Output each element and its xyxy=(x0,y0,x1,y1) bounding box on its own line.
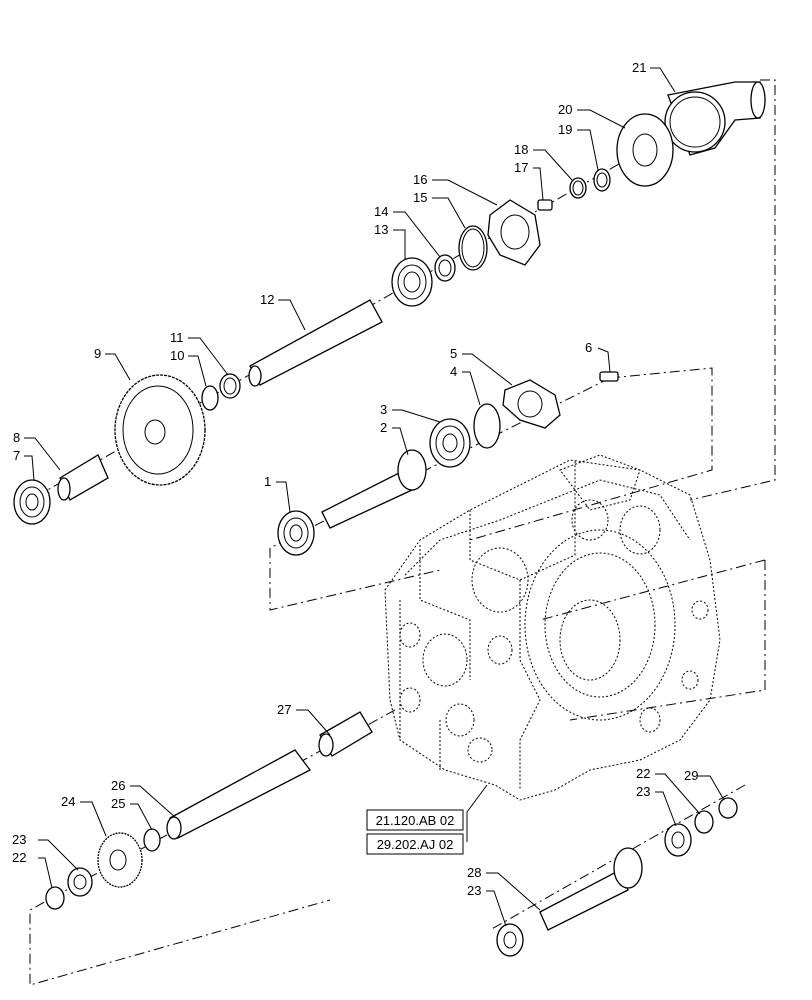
part-25-snap-ring xyxy=(143,828,161,852)
part-23-bearing-lower xyxy=(496,923,524,957)
part-2-pinion-shaft xyxy=(321,449,427,529)
callout-4: 4 xyxy=(450,364,457,379)
reference-text-1[interactable]: 21.120.AB 02 xyxy=(376,813,455,828)
callout-24: 24 xyxy=(61,794,75,809)
part-27-sleeve xyxy=(318,711,373,757)
part-3-bearing xyxy=(429,418,471,468)
callout-14: 14 xyxy=(374,204,388,219)
callout-18: 18 xyxy=(514,142,528,157)
part-19-ring xyxy=(593,168,611,192)
callout-29: 29 xyxy=(684,768,698,783)
callout-13: 13 xyxy=(374,222,388,237)
callout-25: 25 xyxy=(111,796,125,811)
part-18-snap-ring xyxy=(569,177,587,199)
callout-16: 16 xyxy=(413,172,427,187)
part-15-o-ring xyxy=(458,225,488,271)
part-17-plug xyxy=(537,199,553,211)
part-24-gear xyxy=(97,832,143,888)
callout-23-left: 23 xyxy=(12,832,26,847)
part-22-snap-ring-left xyxy=(45,886,65,910)
callout-5: 5 xyxy=(450,346,457,361)
part-22-snap-ring-right xyxy=(694,810,714,834)
part-20-tab-washer xyxy=(616,113,674,187)
part-16-bearing-retainer xyxy=(487,199,541,266)
part-8-sleeve xyxy=(57,454,109,501)
part-1-bearing xyxy=(277,510,315,556)
callout-15: 15 xyxy=(413,190,427,205)
callout-20: 20 xyxy=(558,102,572,117)
reference-box-29-202-aj-02[interactable]: 29.202.AJ 02 xyxy=(366,833,464,855)
part-4-snap-ring xyxy=(473,403,501,449)
callout-22-left: 22 xyxy=(12,850,26,865)
callout-10: 10 xyxy=(170,348,184,363)
callout-23-lower: 23 xyxy=(467,883,481,898)
part-11-ring xyxy=(219,373,241,399)
callout-26: 26 xyxy=(111,778,125,793)
part-13-bearing xyxy=(391,257,433,307)
part-28-pinion-shaft xyxy=(539,847,643,931)
callout-3: 3 xyxy=(380,402,387,417)
callout-12: 12 xyxy=(260,292,274,307)
callout-6: 6 xyxy=(585,340,592,355)
part-9-gear xyxy=(114,374,206,486)
callout-7: 7 xyxy=(13,448,20,463)
part-14-spacer xyxy=(434,254,456,282)
callout-28: 28 xyxy=(467,865,481,880)
callout-19: 19 xyxy=(558,122,572,137)
callout-22-right: 22 xyxy=(636,766,650,781)
transmission-housing xyxy=(384,454,721,801)
part-21-housing-cover xyxy=(664,81,766,156)
reference-box-21-120-ab-02[interactable]: 21.120.AB 02 xyxy=(366,809,464,831)
part-6-bolt xyxy=(599,371,619,382)
callout-9: 9 xyxy=(94,346,101,361)
part-5-flange xyxy=(502,379,561,429)
part-10-snap-ring xyxy=(201,385,219,411)
callout-27: 27 xyxy=(277,702,291,717)
callout-17: 17 xyxy=(514,160,528,175)
callout-8: 8 xyxy=(13,430,20,445)
part-12-shaft xyxy=(248,299,383,387)
part-23-bearing-left xyxy=(67,867,93,897)
part-7-bearing xyxy=(13,479,51,525)
leader-lines xyxy=(24,67,725,927)
callout-21: 21 xyxy=(632,60,646,75)
part-23-bearing-right xyxy=(664,823,692,857)
callout-2: 2 xyxy=(380,420,387,435)
callout-11: 11 xyxy=(170,330,184,345)
reference-text-2[interactable]: 29.202.AJ 02 xyxy=(377,837,454,852)
part-29-plug xyxy=(718,797,738,819)
part-26-long-shaft xyxy=(166,749,311,840)
callout-1: 1 xyxy=(264,474,271,489)
callout-labels: 21 20 19 18 17 16 15 14 13 12 11 10 9 8 … xyxy=(12,60,698,898)
callout-23-right: 23 xyxy=(636,784,650,799)
